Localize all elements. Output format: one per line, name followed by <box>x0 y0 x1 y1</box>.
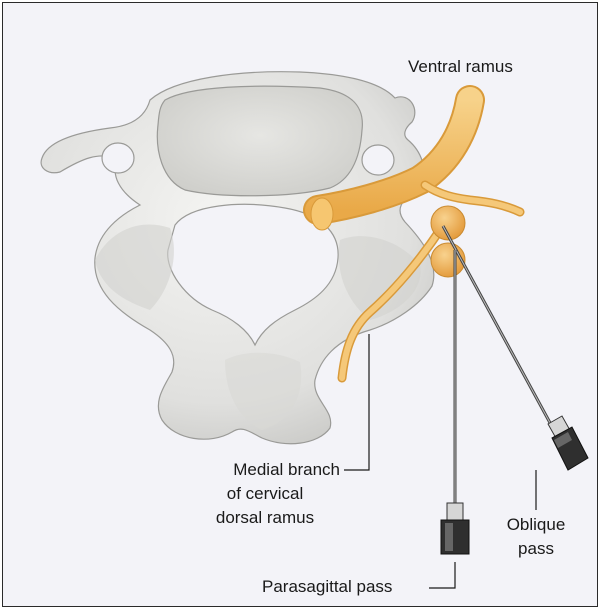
label-medial-branch-2: of cervical <box>190 484 340 504</box>
label-oblique-2: pass <box>486 539 586 559</box>
parasagittal-leader <box>429 562 455 588</box>
parasagittal-needle <box>441 250 469 554</box>
label-oblique-1: Oblique <box>486 515 586 535</box>
label-medial-branch-3: dorsal ramus <box>190 508 340 528</box>
label-ventral-ramus: Ventral ramus <box>408 57 513 77</box>
label-parasagittal: Parasagittal pass <box>262 577 392 597</box>
label-medial-branch-1: Medial branch <box>190 460 340 480</box>
vertebra <box>41 72 434 444</box>
